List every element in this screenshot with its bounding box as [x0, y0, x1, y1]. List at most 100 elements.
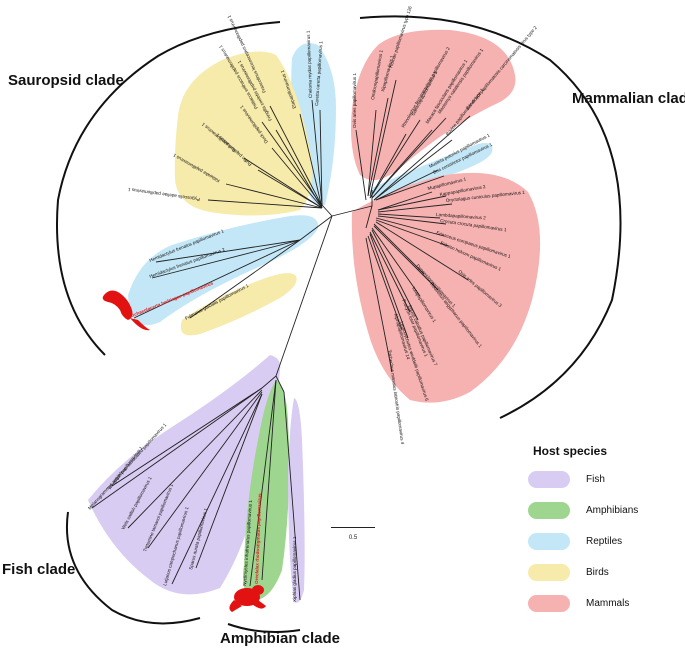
tree-branch — [373, 139, 453, 201]
tree-branch — [369, 119, 421, 199]
legend-label-reptiles: Reptiles — [586, 535, 623, 547]
sauropsid-clade-label: Sauropsid clade — [8, 72, 124, 89]
frog-icon-legs — [229, 600, 266, 612]
mammalian-clade-label: Mammalian clade — [572, 90, 685, 107]
tip-label-mammals: Lambdapapillomavirus 2 — [436, 212, 486, 220]
backbone-branch — [275, 375, 285, 393]
tree-branch — [207, 199, 323, 209]
tree-branch — [257, 169, 323, 209]
tip-label-mammals: Ovis aries papillomavirus 1 — [352, 73, 357, 128]
tree-branch — [377, 215, 447, 225]
scale-bar-line — [331, 527, 375, 528]
tree-branch — [111, 387, 263, 487]
lizard-icon-tail — [130, 318, 150, 331]
tree-branch — [367, 109, 377, 197]
tree-branch — [371, 117, 447, 199]
tree-branch — [375, 221, 469, 281]
fish-clade-label: Fish clade — [2, 561, 76, 578]
tree-branch — [249, 379, 277, 587]
legend-item-birds: Birds — [528, 563, 678, 581]
mammalian-clade-arc — [359, 15, 622, 419]
fish-hull — [88, 355, 281, 595]
tree-branch — [377, 195, 447, 211]
legend-label-birds: Birds — [586, 566, 609, 578]
tree-branch — [373, 223, 425, 275]
tree-branch — [189, 239, 301, 319]
tree-branch — [375, 219, 449, 247]
legend-swatch-fish — [528, 470, 570, 488]
tree-branch — [371, 227, 421, 297]
tree-branch — [369, 133, 407, 199]
tree-branch — [127, 389, 263, 529]
tree-branch — [261, 379, 277, 581]
tip-label-amphibians: Oreolalax rhodostigmatus papillomavirus — [254, 493, 262, 584]
tree-branch — [283, 391, 301, 601]
fish-hull-xiphias — [288, 398, 305, 603]
tip-label-amphibians: Nyctimystes infrafrenatus papillomavirus… — [242, 499, 253, 586]
tree-branch — [375, 175, 445, 201]
backbone-branch — [261, 375, 277, 389]
tree-branch — [375, 169, 439, 201]
frog-icon-head — [252, 585, 264, 595]
tree-branch — [367, 97, 389, 197]
legend-item-reptiles: Reptiles — [528, 532, 678, 550]
bird-hull-fulmarus — [180, 273, 297, 336]
tree-branch — [365, 237, 393, 373]
mammal-hull-main — [351, 172, 541, 403]
tree-branch — [369, 231, 411, 313]
scale-bar-label: 0.5 — [348, 535, 358, 541]
legend-swatch-mammals — [528, 594, 570, 612]
tree-branch — [155, 239, 301, 263]
tree-branches — [91, 79, 471, 601]
amphibian-hull — [243, 380, 290, 601]
mammal-hull-top — [351, 29, 516, 181]
tree-branch — [275, 129, 323, 209]
tree-branch — [311, 99, 323, 206]
tree-branch — [375, 217, 445, 237]
tree-branch — [355, 129, 367, 201]
legend-item-fish: Fish — [528, 470, 678, 488]
backbone-branch — [275, 215, 333, 377]
legend-item-amphibians: Amphibians — [528, 501, 678, 519]
tree-branch — [367, 235, 403, 331]
tree-branch — [195, 393, 263, 569]
hull-layer — [88, 29, 541, 603]
legend-label-amphibians: Amphibians — [586, 504, 639, 516]
fish-clade-arc — [66, 511, 201, 625]
legend-title: Host species — [533, 444, 608, 458]
frog-icon — [229, 585, 266, 612]
backbone-branch — [365, 205, 373, 229]
tree-branch — [299, 113, 323, 209]
tree-branch — [91, 387, 263, 509]
lizard-icon-body — [102, 290, 133, 320]
tip-label-fish: Xiphias gladius papillomavirus 1 — [292, 536, 297, 602]
tree-branch — [171, 393, 263, 585]
tree-branch — [371, 229, 419, 321]
legend-label-fish: Fish — [586, 473, 605, 485]
tree-branch — [133, 239, 301, 319]
tip-label-reptiles-upper: Caretta caretta papillomavirus 1 — [314, 41, 324, 106]
tree-branch — [319, 109, 323, 206]
tree-branch — [373, 115, 471, 201]
tree-branch — [369, 79, 397, 197]
clade-arcs — [56, 15, 622, 633]
scale-bar: 0.5 — [331, 527, 375, 541]
tree-branch — [377, 213, 441, 219]
backbone-branch — [331, 211, 349, 217]
legend-swatch-birds — [528, 563, 570, 581]
bird-hull-upper — [174, 51, 313, 216]
backbone-branch — [299, 215, 333, 241]
sauropsid-clade-arc — [56, 21, 281, 356]
amphibian-clade-arc — [227, 623, 301, 633]
legend-label-mammals: Mammals — [586, 597, 630, 609]
tree-branch — [151, 239, 301, 279]
tree-branch — [369, 233, 409, 339]
tree-branch — [243, 157, 323, 209]
legend: Host species Fish Amphibians Reptiles Bi… — [528, 444, 678, 625]
tree-branch — [271, 147, 323, 209]
amphibian-clade-label: Amphibian clade — [220, 630, 341, 647]
legend-swatch-reptiles — [528, 532, 570, 550]
tree-branch — [373, 225, 439, 291]
